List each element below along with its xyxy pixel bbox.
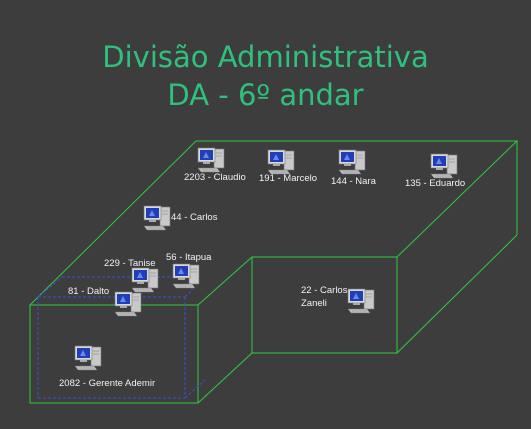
- workstation-label: 2082 - Gerente Ademir: [59, 378, 156, 389]
- computer-workstation-icon[interactable]: [74, 344, 104, 372]
- workstation-label: 135 - Eduardo: [405, 178, 466, 189]
- computer-workstation-icon[interactable]: [131, 266, 161, 294]
- workstation-label: 56 - Itapua: [166, 252, 212, 263]
- computer-workstation-icon[interactable]: [347, 287, 377, 315]
- workstation-label: 2203 - Claudio: [184, 172, 246, 183]
- workstation-label: 44 - Carlos: [171, 212, 218, 223]
- computer-workstation-icon[interactable]: [172, 262, 202, 290]
- computer-workstation-icon[interactable]: [267, 148, 297, 176]
- diagram-title-line2: DA - 6º andar: [167, 78, 364, 112]
- diagram-title-line1: Divisão Administrativa: [102, 40, 429, 74]
- right-room-outline: [251, 256, 398, 354]
- workstation-label: 191 - Marcelo: [259, 173, 318, 184]
- computer-workstation-icon[interactable]: [338, 148, 368, 176]
- workstation-label-line2: Zaneli: [301, 298, 327, 309]
- workstation-label: 229 - Tanise: [104, 258, 156, 269]
- computer-workstation-icon[interactable]: [430, 152, 460, 180]
- workstation-label: 144 - Nara: [331, 176, 376, 187]
- computer-workstation-icon[interactable]: [143, 204, 173, 232]
- computer-workstation-icon[interactable]: [197, 146, 227, 174]
- workstation-label: 81 - Dalto: [68, 286, 110, 297]
- left-wing-front-outline: [29, 304, 199, 404]
- workstation-label: 22 - Carlos: [301, 285, 348, 296]
- computer-workstation-icon[interactable]: [114, 290, 144, 318]
